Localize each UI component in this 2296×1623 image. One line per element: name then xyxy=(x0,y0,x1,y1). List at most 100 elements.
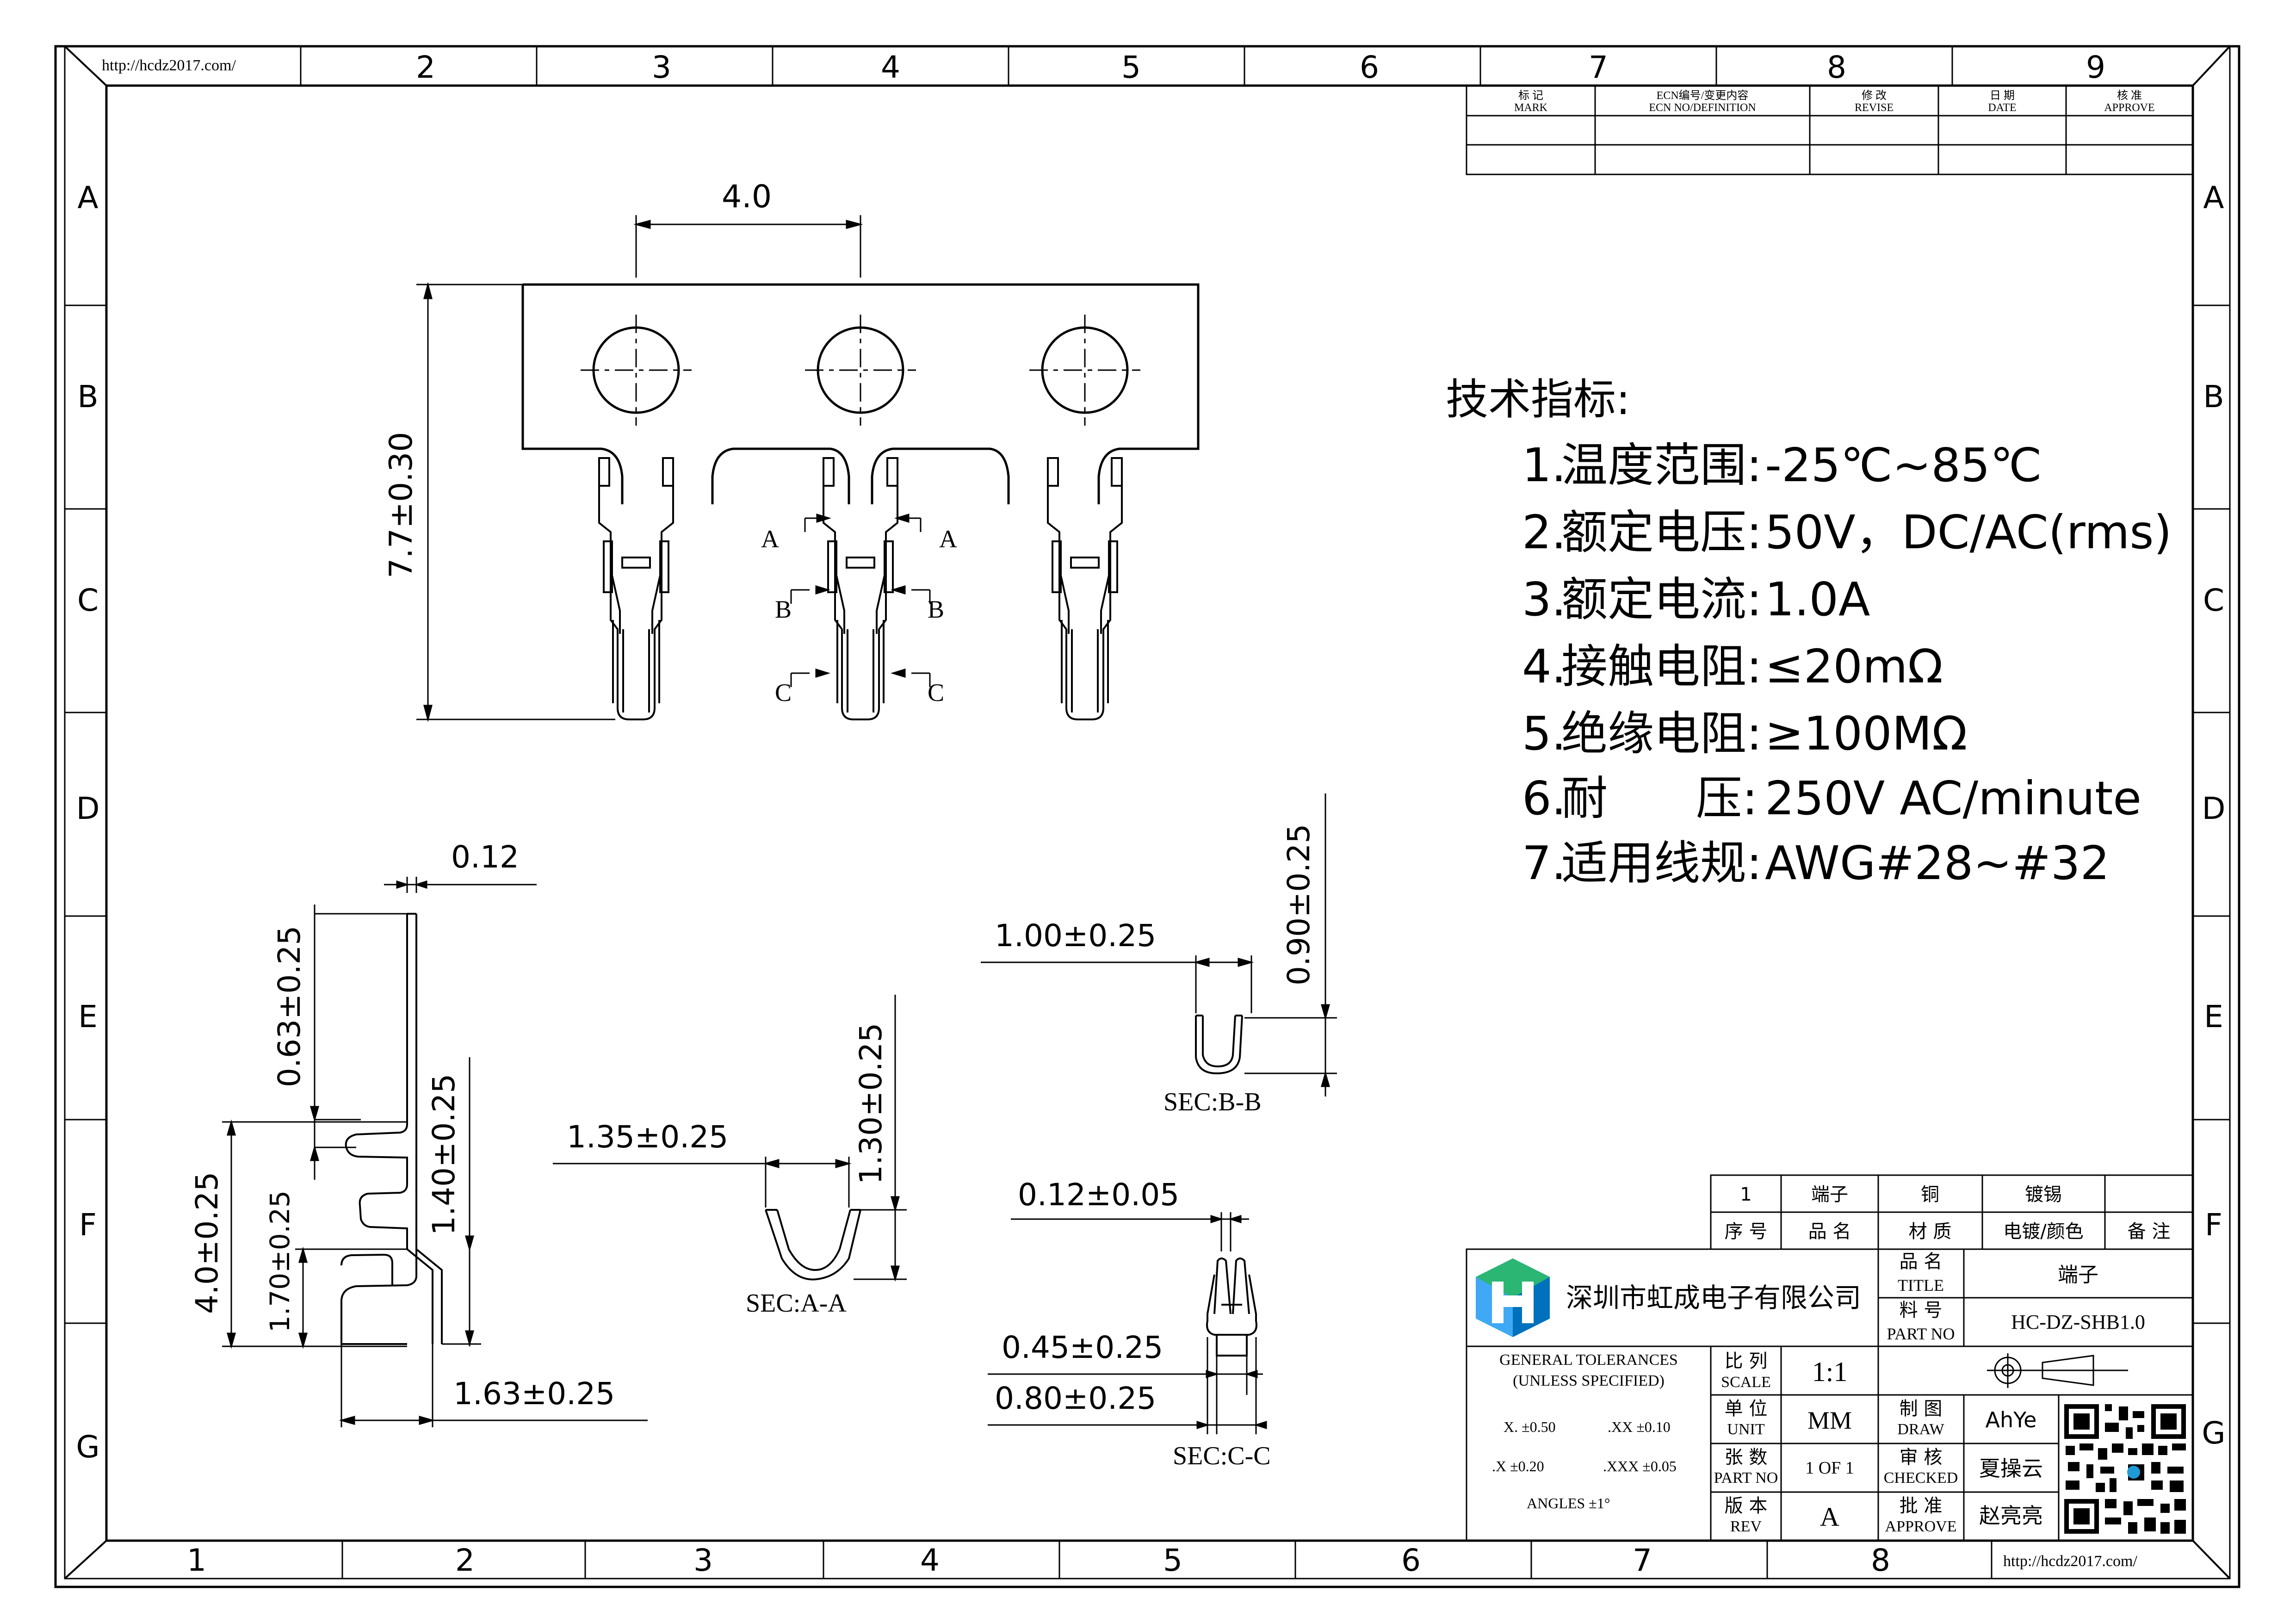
bom-header-material: 材 质 xyxy=(1909,1221,1952,1242)
tol-sub: (UNLESS SPECIFIED) xyxy=(1513,1372,1665,1389)
row-label-right: G xyxy=(2202,1415,2225,1451)
row-label-right: A xyxy=(2203,180,2224,216)
col-label-top: 7 xyxy=(1589,50,1608,85)
spec-value: ≤20mΩ xyxy=(1765,639,1943,694)
section-b-left: B xyxy=(775,595,792,623)
col-label-bottom: 6 xyxy=(1401,1542,1421,1578)
spec-label: 温度范围: xyxy=(1561,438,1762,492)
section-cc-dimensions xyxy=(988,1212,1267,1434)
spec-value: AWG#28~#32 xyxy=(1765,836,2110,890)
dim-thickness: 0.12 xyxy=(451,839,519,875)
sheet-border xyxy=(54,45,2240,1588)
row-label-left: A xyxy=(77,180,98,216)
height-dimension xyxy=(416,282,615,722)
side-view-dimensions xyxy=(222,877,648,1427)
section-a-left: A xyxy=(761,525,779,553)
pitch-dimension xyxy=(633,215,863,278)
col-label-bottom: 5 xyxy=(1163,1542,1182,1578)
sheets-cn: 张 数 xyxy=(1725,1447,1768,1468)
spec-value: -25℃~85℃ xyxy=(1765,438,2042,492)
part-label-cn: 料 号 xyxy=(1900,1300,1943,1321)
col-label-top: 9 xyxy=(2086,50,2105,85)
spec-no: 7. xyxy=(1522,836,1566,890)
row-label-left: G xyxy=(76,1429,99,1465)
url-top[interactable]: http://hcdz2017.com/ xyxy=(102,57,236,74)
company-name: 深圳市虹成电子有限公司 xyxy=(1566,1282,1861,1313)
spec-label: 额定电流: xyxy=(1561,572,1762,626)
rev-header-approve-cn: 核 准 xyxy=(2117,89,2142,102)
rev-header-mark-en: MARK xyxy=(1514,102,1548,114)
section-aa-dimensions xyxy=(553,995,907,1282)
row-label-left: F xyxy=(79,1207,97,1243)
sheets-value: 1 OF 1 xyxy=(1805,1458,1854,1478)
draw-value: AhYe xyxy=(1986,1407,2037,1432)
pitch-label: 4.0 xyxy=(722,179,772,215)
part-value: HC-DZ-SHB1.0 xyxy=(2011,1311,2145,1333)
row-label-left: D xyxy=(76,791,100,826)
rev-header-date-cn: 日 期 xyxy=(1990,90,2015,102)
bom-finish: 镀锡 xyxy=(2025,1184,2062,1205)
row-label-right: D xyxy=(2202,791,2226,826)
title-block: 深圳市虹成电子有限公司 品 名 TITLE 端子 料 号 PART NO HC-… xyxy=(1466,1248,2194,1542)
unit-cn: 单 位 xyxy=(1725,1398,1768,1419)
col-label-bottom: 8 xyxy=(1871,1542,1890,1578)
approve-value: 赵亮亮 xyxy=(1979,1503,2043,1528)
tol-title: GENERAL TOLERANCES xyxy=(1499,1351,1678,1369)
spec-no: 3. xyxy=(1522,572,1566,626)
rev-value: A xyxy=(1820,1502,1839,1532)
scale-value: 1:1 xyxy=(1812,1357,1848,1387)
section-b-right: B xyxy=(928,595,944,623)
dim-063: 0.63±0.25 xyxy=(272,926,307,1087)
section-bb-dimensions xyxy=(981,793,1337,1096)
row-label-left: E xyxy=(78,999,98,1035)
unit-value: MM xyxy=(1807,1406,1852,1434)
dim-140: 1.40±0.25 xyxy=(426,1074,462,1235)
scale-en: SCALE xyxy=(1721,1374,1771,1391)
tol-xxx: .XXX ±0.05 xyxy=(1603,1458,1677,1474)
sec-cc-inner: 0.45±0.25 xyxy=(1002,1330,1163,1365)
spec-value: 1.0A xyxy=(1765,572,1870,626)
approve-cn: 批 准 xyxy=(1900,1495,1943,1517)
col-label-top: 5 xyxy=(1121,50,1141,85)
sec-bb-label: SEC:B-B xyxy=(1163,1088,1262,1116)
spec-label: 适用线规: xyxy=(1561,836,1762,890)
rev-header-ecn-cn: ECN编号/变更内容 xyxy=(1657,89,1749,102)
rev-header-revise-cn: 修 改 xyxy=(1862,89,1887,102)
draw-en: DRAW xyxy=(1897,1421,1944,1438)
bom-header-remark: 备 注 xyxy=(2128,1221,2171,1242)
tol-angles: ANGLES ±1° xyxy=(1527,1495,1610,1511)
row-label-right: B xyxy=(2203,379,2224,415)
spec-label: 额定电压: xyxy=(1561,505,1762,559)
col-label-top: 3 xyxy=(652,50,671,85)
rev-header-revise-en: REVISE xyxy=(1855,102,1894,114)
sheets-en: PART NO xyxy=(1714,1469,1778,1487)
col-label-bottom: 1 xyxy=(187,1542,206,1578)
bom-header-name: 品 名 xyxy=(1808,1221,1851,1242)
sec-cc-thickness: 0.12±0.05 xyxy=(1018,1177,1179,1213)
url-bottom[interactable]: http://hcdz2017.com/ xyxy=(2003,1553,2137,1570)
col-label-bottom: 2 xyxy=(455,1542,475,1578)
row-label-left: C xyxy=(77,582,99,618)
rev-header-ecn-en: ECN NO/DEFINITION xyxy=(1649,102,1756,114)
sec-aa-label: SEC:A-A xyxy=(746,1289,847,1318)
col-label-bottom: 4 xyxy=(920,1542,940,1578)
check-en: CHECKED xyxy=(1884,1469,1958,1487)
approve-en: APPROVE xyxy=(1885,1518,1957,1535)
check-value: 夏操云 xyxy=(1979,1456,2043,1481)
spec-label: 接触电阻: xyxy=(1561,639,1762,694)
spec-value: 50V，DC/AC(rms) xyxy=(1765,505,2172,559)
projection-symbol-icon xyxy=(1987,1353,2128,1388)
side-view xyxy=(340,913,443,1345)
sec-aa-height: 1.30±0.25 xyxy=(853,1023,889,1184)
dim-170: 1.70±0.25 xyxy=(264,1190,296,1332)
row-label-right: F xyxy=(2205,1207,2222,1243)
sec-cc-outer: 0.80±0.25 xyxy=(995,1381,1156,1416)
spec-label: 绝缘电阻: xyxy=(1561,706,1762,761)
scale-cn: 比 列 xyxy=(1725,1350,1768,1372)
row-label-left: B xyxy=(77,379,98,415)
height-label: 7.7±0.30 xyxy=(383,432,420,578)
title-label-en: TITLE xyxy=(1898,1276,1944,1295)
unit-en: UNIT xyxy=(1727,1421,1764,1438)
tol-xx: .XX ±0.10 xyxy=(1608,1419,1671,1435)
